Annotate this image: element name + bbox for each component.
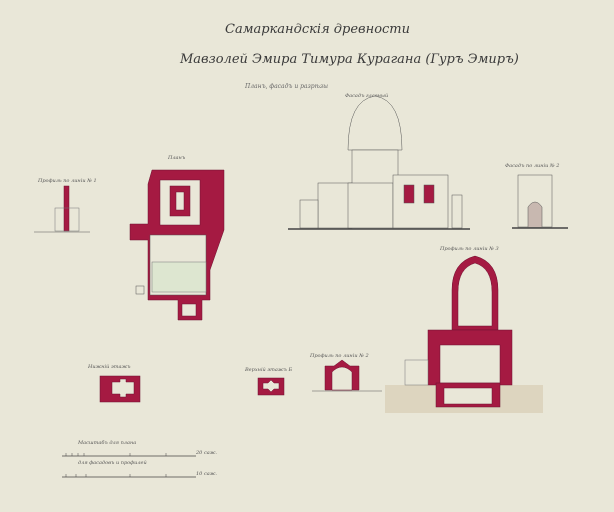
label-plan: Планъ <box>168 155 186 161</box>
title-line-3: Планъ, фасадъ и разрѣзы <box>245 83 329 90</box>
profile-2-drawing <box>312 359 382 392</box>
label-profile-1: Профиль по линіи № 1 <box>38 178 97 184</box>
scale-bars <box>62 453 196 478</box>
scale-plan-unit: 20 саж. <box>196 450 218 456</box>
title-line-2: Мавзолей Эмира Тимура Курагана (Гуръ Эми… <box>180 52 519 67</box>
label-side-facade: Фасадъ по линіи № 2 <box>505 163 560 169</box>
scale-facade-title: для фасадовъ и профилей <box>78 460 147 466</box>
lower-floor-plan <box>99 375 141 403</box>
profile-3-drawing <box>385 255 543 413</box>
label-main-facade: Фасадъ главный <box>345 93 389 99</box>
scale-facade-unit: 10 саж. <box>196 471 218 477</box>
label-profile-2: Профиль по линіи № 2 <box>310 353 369 359</box>
upper-floor-plan <box>257 377 285 396</box>
profile-1-drawing <box>34 185 90 233</box>
label-profile-3: Профиль по линіи № 3 <box>440 246 499 252</box>
side-facade-drawing <box>512 174 568 229</box>
scale-plan-title: Масштабъ для плана <box>78 440 137 446</box>
title-line-1: Самаркандскія древности <box>225 22 410 37</box>
plan-drawing <box>129 169 225 321</box>
label-lower-floor: Нижній этажъ <box>88 364 131 370</box>
main-facade-drawing <box>288 95 470 230</box>
label-upper-floor: Верхній этажъ Б <box>245 367 293 373</box>
